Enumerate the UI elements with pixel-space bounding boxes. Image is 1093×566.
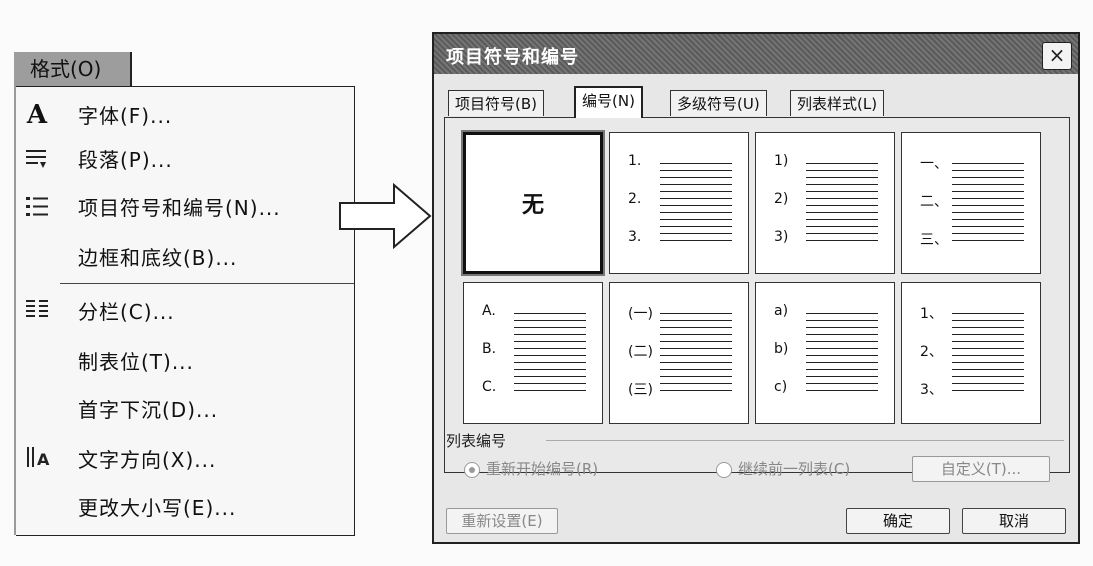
menu-separator	[60, 283, 354, 284]
line-placeholder	[660, 313, 732, 397]
numbering-style-cell[interactable]: 1. 2. 3.	[609, 132, 749, 274]
number-label: 三、	[920, 232, 948, 248]
number-label: 二、	[920, 194, 948, 210]
format-menu	[16, 86, 355, 536]
format-menu-title[interactable]: 格式(O)	[14, 52, 132, 86]
number-label: B.	[482, 341, 497, 357]
dialog-titlebar: 项目符号和编号 ×	[434, 34, 1078, 74]
line-placeholder	[660, 163, 732, 247]
line-placeholder	[952, 313, 1024, 397]
line-placeholder	[514, 313, 586, 397]
menu-item-tabs[interactable]: 制表位(T)...	[78, 350, 194, 374]
line-placeholder	[952, 163, 1024, 247]
number-label: 3)	[774, 229, 789, 245]
number-label: b)	[774, 341, 789, 357]
numbering-style-cell[interactable]: a) b) c)	[755, 282, 895, 424]
number-label: 2、	[920, 344, 943, 360]
none-label: 无	[521, 193, 544, 218]
number-label: (三)	[628, 382, 653, 398]
numbering-style-cell[interactable]: 1、 2、 3、	[901, 282, 1041, 424]
bullets-numbering-dialog: 项目符号和编号 × 项目符号(B) 编号(N) 多级符号(U) 列表样式(L) …	[432, 32, 1080, 544]
customize-button[interactable]: 自定义(T)...	[912, 456, 1050, 482]
number-label: a)	[774, 303, 789, 319]
number-label: 3.	[628, 229, 642, 245]
numbering-style-cell[interactable]: 1) 2) 3)	[755, 132, 895, 274]
numbering-style-cell[interactable]: 一、 二、 三、	[901, 132, 1041, 274]
columns-icon	[22, 296, 52, 326]
svg-text:A: A	[37, 450, 50, 469]
list-numbering-label: 列表编号	[446, 432, 507, 450]
continue-list-label: 继续前一列表(C)	[738, 460, 851, 478]
menu-item-font[interactable]: 字体(F)...	[78, 104, 173, 128]
cancel-button[interactable]: 取消	[962, 508, 1066, 534]
number-label: 1)	[774, 153, 789, 169]
number-label: 2.	[628, 191, 642, 207]
restart-numbering-option[interactable]: 重新开始编号(R)	[464, 458, 598, 479]
close-button[interactable]: ×	[1042, 42, 1072, 70]
number-label: 3、	[920, 382, 943, 398]
numbering-style-none[interactable]: 无	[463, 132, 603, 274]
number-label: 1.	[628, 153, 642, 169]
number-label: 1、	[920, 306, 943, 322]
continue-list-option[interactable]: 继续前一列表(C)	[716, 458, 850, 479]
bullets-icon	[22, 194, 52, 224]
number-label: 一、	[920, 156, 948, 172]
dialog-title: 项目符号和编号	[446, 47, 579, 68]
font-icon: A	[26, 100, 48, 130]
numbering-panel: 无 1. 2. 3. 1) 2) 3) 一、 二、 三、 A. B. C. (	[444, 117, 1070, 473]
numbering-style-cell[interactable]: A. B. C.	[463, 282, 603, 424]
menu-item-columns[interactable]: 分栏(C)...	[78, 300, 175, 324]
line-placeholder	[806, 163, 878, 247]
restart-numbering-label: 重新开始编号(R)	[486, 460, 599, 478]
tab-numbering[interactable]: 编号(N)	[574, 86, 643, 118]
text-direction-icon: A	[22, 444, 52, 474]
number-label: (二)	[628, 344, 653, 360]
menu-item-paragraph[interactable]: 段落(P)...	[78, 148, 173, 172]
reset-button[interactable]: 重新设置(E)	[446, 508, 558, 534]
number-label: C.	[482, 379, 497, 395]
pointer-arrow-icon	[339, 183, 432, 249]
tab-outline-numbered[interactable]: 多级符号(U)	[670, 90, 767, 116]
number-label: A.	[482, 303, 496, 319]
radio-icon	[716, 461, 732, 478]
menu-item-bullets-numbering[interactable]: 项目符号和编号(N)...	[78, 196, 281, 220]
number-label: 2)	[774, 191, 789, 207]
numbering-style-cell[interactable]: (一) (二) (三)	[609, 282, 749, 424]
list-numbering-divider	[546, 440, 1064, 441]
number-label: c)	[774, 379, 788, 395]
menu-item-borders-shading[interactable]: 边框和底纹(B)...	[78, 246, 238, 270]
tab-list-styles[interactable]: 列表样式(L)	[790, 90, 885, 116]
tab-bullets[interactable]: 项目符号(B)	[448, 90, 544, 116]
ok-button[interactable]: 确定	[846, 508, 950, 534]
number-label: (一)	[628, 306, 653, 322]
line-placeholder	[806, 313, 878, 397]
paragraph-icon	[22, 146, 52, 176]
menu-item-change-case[interactable]: 更改大小写(E)...	[78, 496, 237, 520]
menu-item-text-direction[interactable]: 文字方向(X)...	[78, 448, 217, 472]
menu-item-drop-cap[interactable]: 首字下沉(D)...	[78, 398, 219, 422]
radio-icon	[464, 461, 480, 478]
